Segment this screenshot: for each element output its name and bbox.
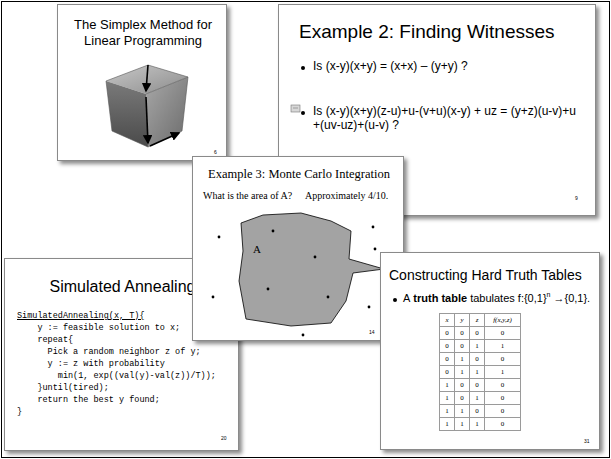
code-line: y := feasible solution to x; bbox=[37, 323, 180, 333]
bullet-text: truth table bbox=[413, 292, 467, 304]
slide-box: Example 3: Monte Carlo IntegrationWhat i… bbox=[192, 156, 404, 341]
table-cell: 1 bbox=[439, 404, 455, 418]
bullet-text: →{0,1}. bbox=[553, 292, 590, 304]
bullet-text: Is (x-y)(x+y) = (x+x) – (y+y) ? bbox=[313, 59, 583, 73]
table-cell: 1 bbox=[439, 391, 455, 405]
bullet-dot bbox=[393, 298, 397, 302]
slide-title: Constructing Hard Truth Tables bbox=[389, 267, 582, 284]
table-cell: 0 bbox=[439, 352, 455, 366]
table-cell: 1 bbox=[454, 417, 470, 431]
bullet-text: Is (x-y)(x+y)(z-u)+u-(v+u)(x-y) + uz = (… bbox=[313, 104, 578, 133]
slide-number: 6 bbox=[214, 149, 217, 155]
bullet-text: tabulates f:{0,1} bbox=[470, 292, 546, 304]
table-cell: 1 bbox=[484, 365, 521, 379]
table-cell: 0 bbox=[439, 339, 455, 353]
code-line: repeat{ bbox=[37, 335, 73, 345]
code-line: }until(tired); bbox=[37, 383, 108, 393]
table-cell: 0 bbox=[484, 391, 521, 405]
table-cell: 0 bbox=[469, 326, 485, 340]
slide-title: The Simplex Method for Linear Programmin… bbox=[68, 17, 218, 48]
slide-title: Example 2: Finding Witnesses bbox=[299, 21, 589, 44]
slide-number: 20 bbox=[221, 435, 227, 441]
slide-box: Atruth tabletabulates f:{0,1}n→{0,1}. Con… bbox=[380, 252, 600, 450]
region-label: A bbox=[253, 243, 261, 256]
bullet-text: A bbox=[403, 292, 410, 304]
table-cell: 1 bbox=[439, 378, 455, 392]
code-line: return the best y found; bbox=[37, 395, 159, 405]
area-illustration bbox=[193, 157, 405, 342]
slide-title: Example 3: Monte Carlo Integration bbox=[193, 167, 405, 182]
code-line: SimulatedAnnealing(x, T){ bbox=[17, 311, 145, 321]
table-cell: 0 bbox=[484, 378, 521, 392]
table-cell: 0 bbox=[484, 352, 521, 366]
table-cell: 0 bbox=[469, 378, 485, 392]
question-text: What is the area of A? bbox=[203, 190, 292, 202]
table-header-cell: y bbox=[454, 313, 470, 327]
table-cell: 1 bbox=[469, 417, 485, 431]
code-line: } bbox=[17, 407, 22, 417]
slide-number: 14 bbox=[369, 329, 375, 335]
table-cell: 0 bbox=[454, 326, 470, 340]
table-cell: 1 bbox=[454, 352, 470, 366]
table-cell: 0 bbox=[484, 417, 521, 431]
table-header-cell: f(x,y,z) bbox=[484, 313, 521, 327]
table-cell: 1 bbox=[454, 365, 470, 379]
table-cell: 1 bbox=[439, 417, 455, 431]
table-cell: 0 bbox=[454, 391, 470, 405]
answer-text: Approximately 4/10. bbox=[305, 190, 388, 202]
table-header-cell: z bbox=[469, 313, 485, 327]
bullet-line: Atruth tabletabulates f:{0,1}n→{0,1}. bbox=[403, 291, 590, 305]
slide-number: 9 bbox=[575, 195, 578, 201]
table-cell: 0 bbox=[454, 339, 470, 353]
table-header-cell: x bbox=[439, 313, 455, 327]
table-cell: 0 bbox=[439, 365, 455, 379]
table-cell: 0 bbox=[439, 326, 455, 340]
bullet-dot bbox=[301, 111, 305, 115]
table-cell: 1 bbox=[484, 339, 521, 353]
table-cell: 1 bbox=[469, 365, 485, 379]
table-cell: 0 bbox=[484, 404, 521, 418]
code-line: Pick a random neighbor z of y; bbox=[48, 347, 201, 357]
bullet-dot bbox=[301, 66, 305, 70]
code-line: min(1, exp((val(y)-val(z))/T)); bbox=[58, 371, 216, 381]
slide-number: 31 bbox=[584, 438, 590, 444]
code-line: y := z with probability bbox=[48, 359, 165, 369]
table-cell: 1 bbox=[469, 391, 485, 405]
table-cell: 0 bbox=[469, 404, 485, 418]
table-cell: 0 bbox=[484, 326, 521, 340]
table-cell: 1 bbox=[454, 404, 470, 418]
table-cell: 0 bbox=[454, 378, 470, 392]
exponent-text: n bbox=[547, 291, 551, 298]
table-cell: 1 bbox=[469, 339, 485, 353]
slide-box: The Simplex Method for Linear Programmin… bbox=[57, 4, 227, 161]
table-cell: 0 bbox=[469, 352, 485, 366]
